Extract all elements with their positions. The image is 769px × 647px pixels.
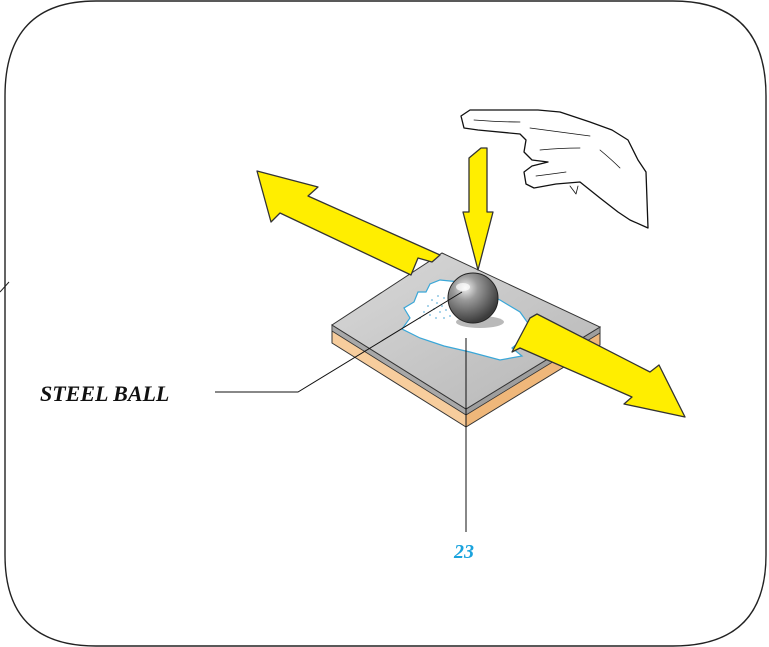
steel-ball-leader (215, 291, 463, 393)
hand-icon (460, 109, 649, 229)
upper-left-arrow (256, 170, 441, 276)
rounded-frame (4, 0, 767, 647)
frame-tick (0, 281, 10, 293)
steel-ball-icon (447, 272, 499, 324)
ball-highlight (456, 283, 470, 291)
steel-ball-label: STEEL BALL (40, 381, 170, 406)
reference-number-23: 23 (454, 541, 474, 563)
down-arrow (462, 147, 494, 271)
lower-right-arrow (511, 313, 686, 418)
